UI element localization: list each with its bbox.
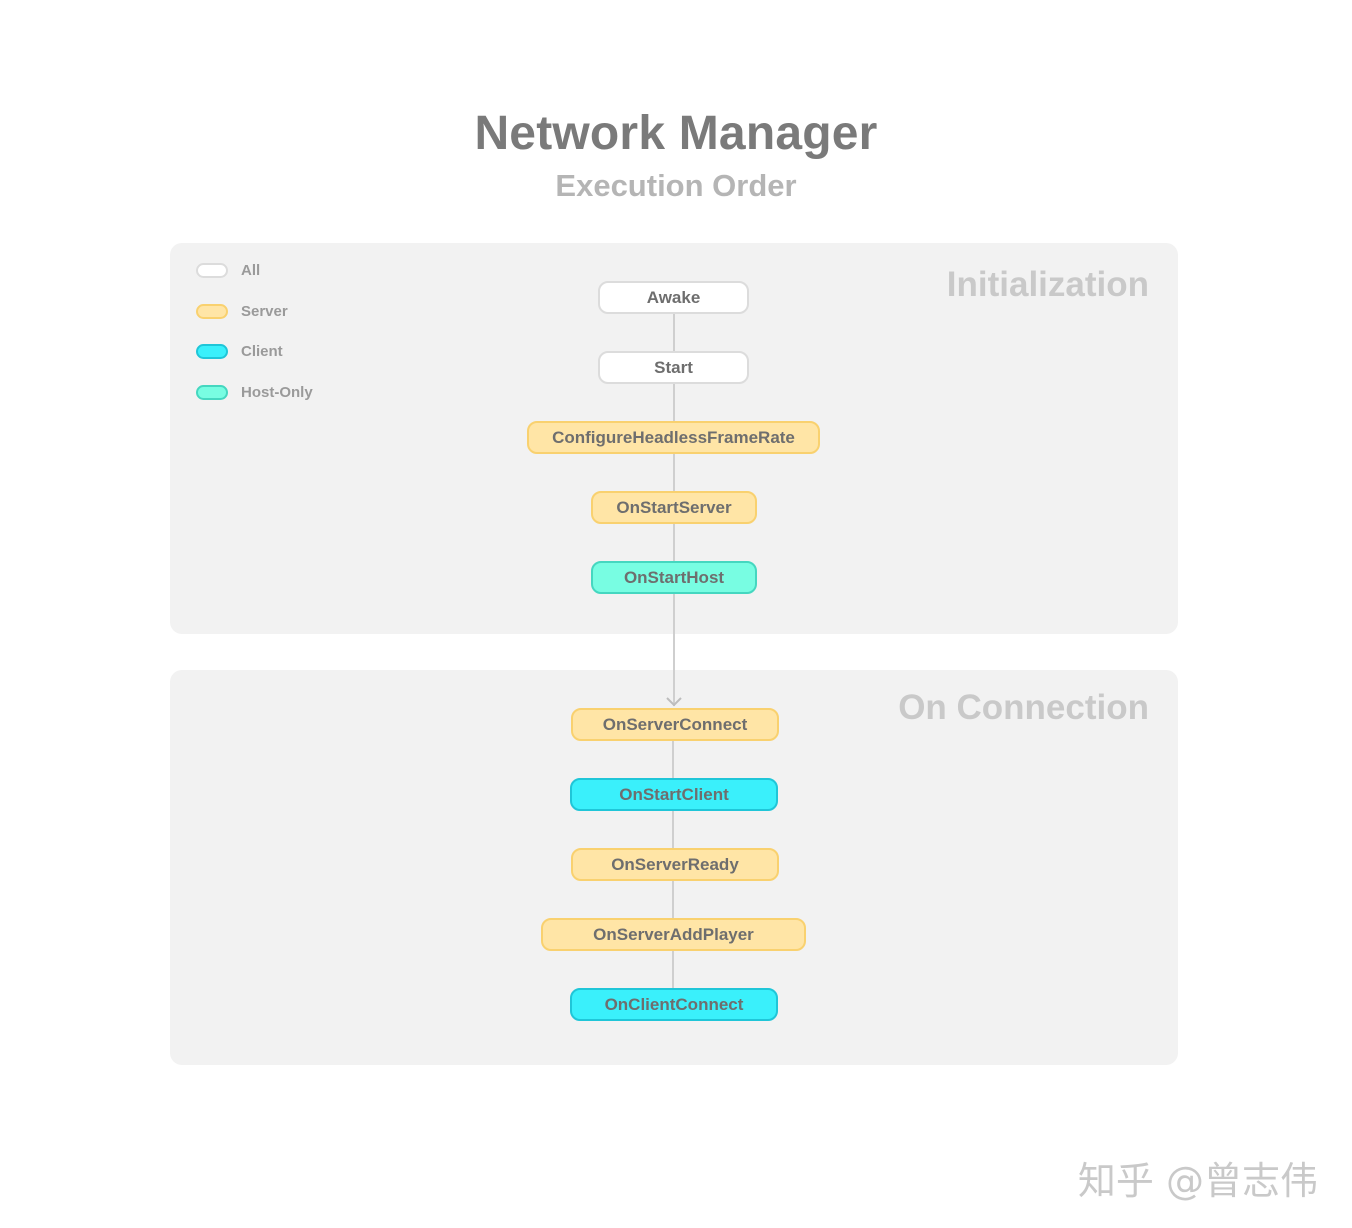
diagram-title: Network Manager: [474, 107, 878, 160]
legend-swatch-client: [196, 344, 228, 359]
node-awake: Awake: [598, 281, 749, 314]
node-start: Start: [598, 351, 749, 384]
node-configure-headless-frame-rate: ConfigureHeadlessFrameRate: [527, 421, 820, 454]
section-title-on-connection: On Connection: [898, 688, 1149, 727]
node-on-start-client: OnStartClient: [570, 778, 778, 811]
legend-swatch-host-only: [196, 385, 228, 400]
diagram-subtitle: Execution Order: [555, 168, 797, 203]
legend-label-host-only: Host-Only: [241, 384, 313, 401]
legend-swatch-all: [196, 263, 228, 278]
legend-label-all: All: [241, 262, 261, 279]
watermark: 知乎 @曾志伟: [1077, 1159, 1318, 1203]
node-on-server-ready: OnServerReady: [571, 848, 779, 881]
node-on-start-host: OnStartHost: [591, 561, 757, 594]
section-title-initialization: Initialization: [946, 265, 1149, 304]
legend-label-server: Server: [241, 303, 288, 320]
node-on-start-server: OnStartServer: [591, 491, 757, 524]
node-on-server-connect: OnServerConnect: [571, 708, 779, 741]
legend-label-client: Client: [241, 343, 283, 360]
node-on-server-add-player: OnServerAddPlayer: [541, 918, 806, 951]
legend-swatch-server: [196, 304, 228, 319]
node-on-client-connect: OnClientConnect: [570, 988, 778, 1021]
flow-arrowhead-icon: [666, 697, 682, 707]
